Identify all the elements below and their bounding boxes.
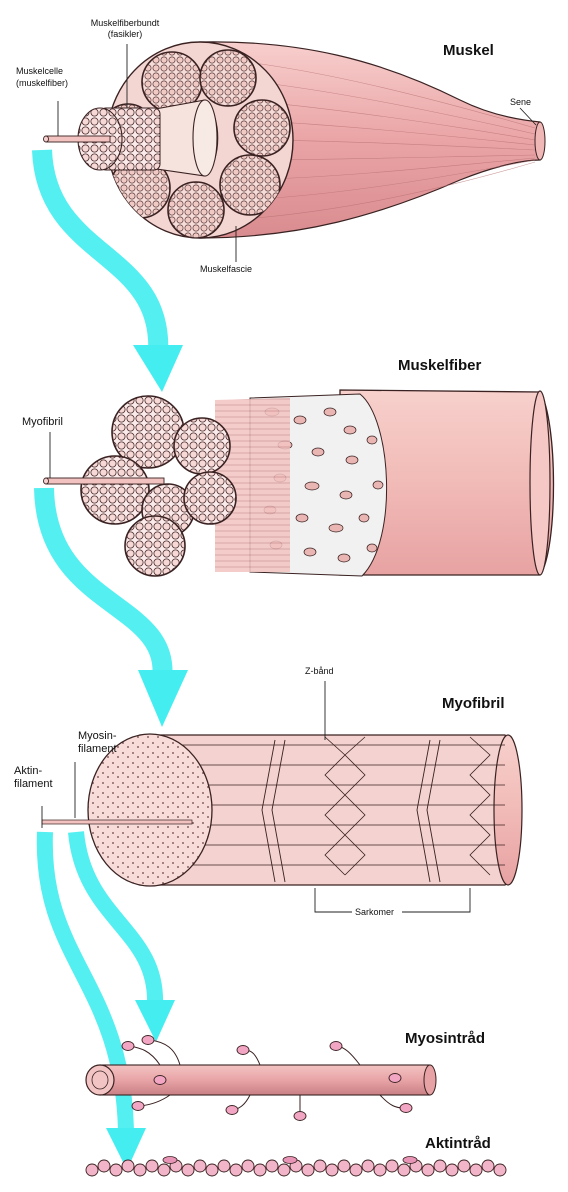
label-aktin-2: filament <box>14 778 53 790</box>
label-muskelfiberbundt: Muskelfiberbundt <box>70 18 180 28</box>
muscle-fiber-illustration <box>44 390 554 576</box>
myofibril-illustration <box>42 681 522 912</box>
arrow-icon <box>133 345 183 392</box>
label-z-band: Z-bånd <box>305 666 334 676</box>
title-myofibril: Myofibril <box>442 695 505 712</box>
myosin-thread-illustration <box>86 1036 436 1121</box>
label-myofibril: Myofibril <box>22 416 63 428</box>
title-muskel: Muskel <box>443 42 494 59</box>
label-myosin-2: filament <box>78 743 117 755</box>
title-muskelfiber: Muskelfiber <box>398 357 481 374</box>
label-muskelfascie: Muskelfascie <box>200 264 252 274</box>
label-sene: Sene <box>510 97 531 107</box>
label-aktin-1: Aktin- <box>14 765 42 777</box>
label-muskelfiber-sub: (muskelfiber) <box>16 78 68 88</box>
label-myosin-1: Myosin- <box>78 730 117 742</box>
arrow-icon <box>135 1000 175 1042</box>
muscle-illustration <box>44 42 546 262</box>
title-myosintrad: Myosintråd <box>405 1030 485 1047</box>
title-aktintrad: Aktintråd <box>425 1135 491 1152</box>
arrow-icon <box>138 670 188 727</box>
label-fasikler: (fasikler) <box>70 29 180 39</box>
label-muskelcelle: Muskelcelle <box>16 66 63 76</box>
label-sarkomer: Sarkomer <box>355 907 394 917</box>
myofibril-bundle <box>81 396 236 576</box>
actin-thread-illustration <box>86 1160 506 1176</box>
